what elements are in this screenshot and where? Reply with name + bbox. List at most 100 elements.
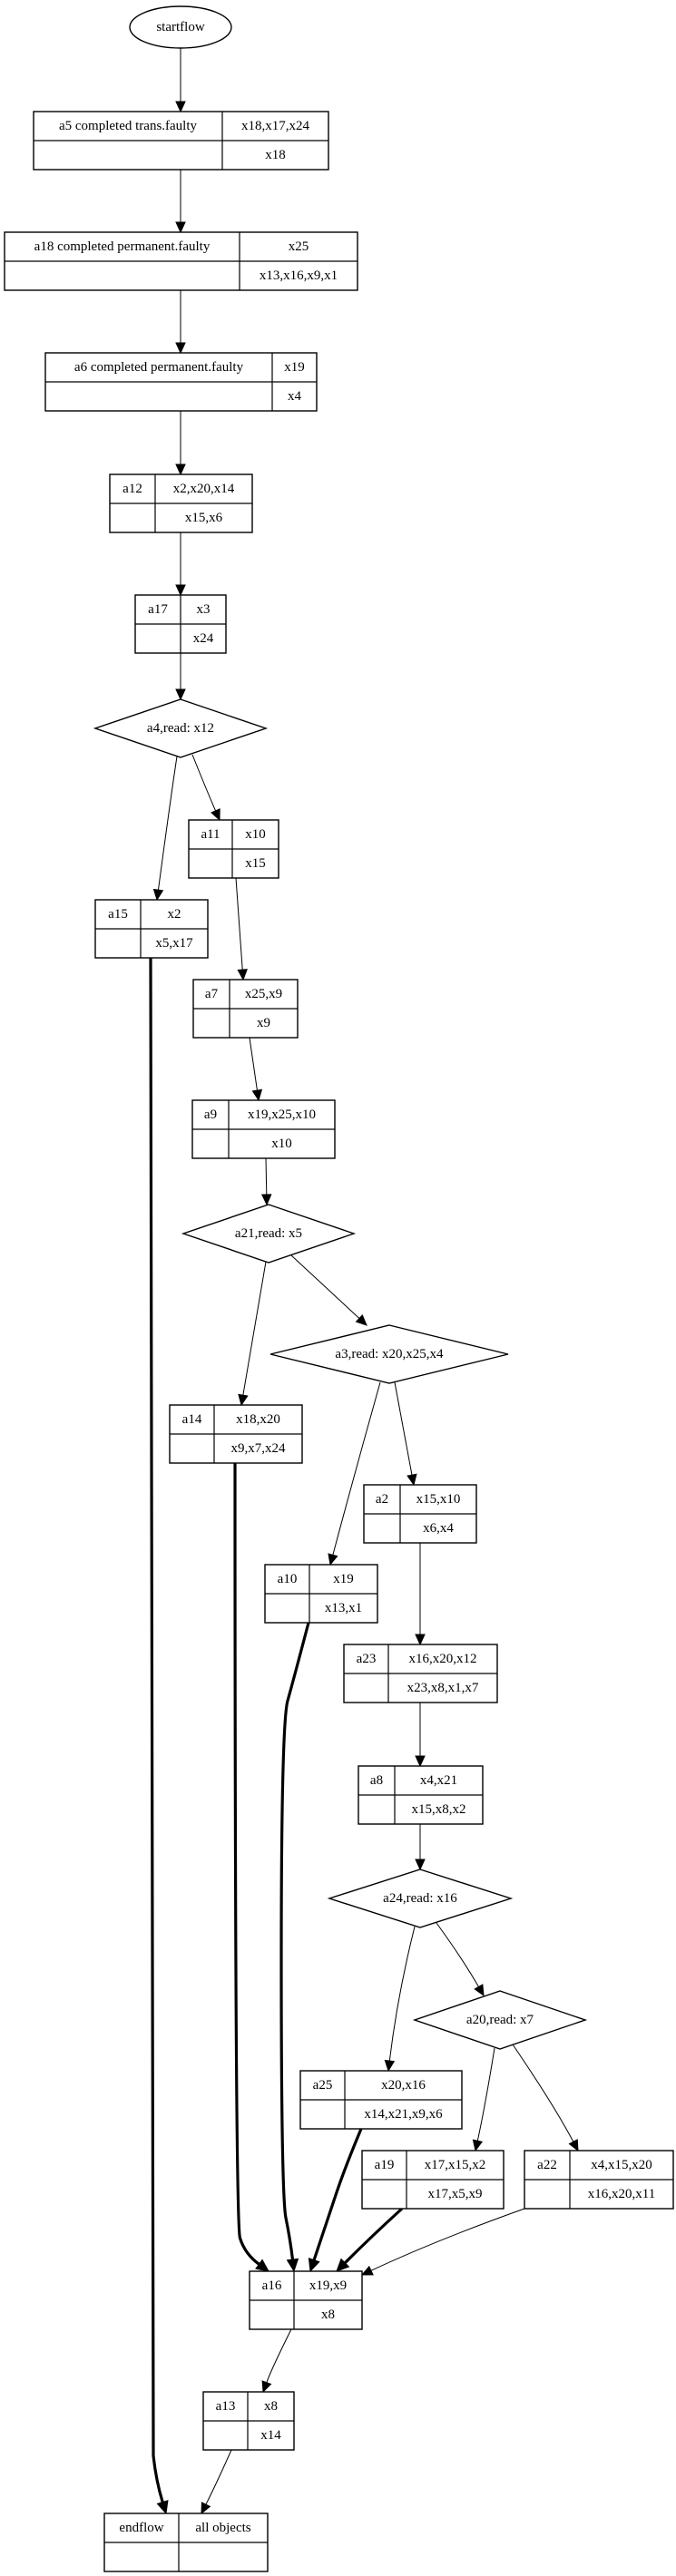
decision-node-a21[interactable]: a21,read: x5: [181, 1204, 357, 1264]
node-write-vars: x15,x6: [185, 511, 223, 525]
edge-line: [436, 1922, 479, 1987]
edge-a5-to-a18: [175, 170, 186, 234]
decision-diamond: [181, 1204, 357, 1264]
edge-a20-to-a19: [472, 2047, 495, 2152]
decision-label: a3,read: x20,x25,x4: [335, 1347, 444, 1361]
arrowhead-icon: [474, 1984, 485, 1997]
arrowhead-icon: [472, 2139, 484, 2152]
edge-a6-to-a12: [175, 411, 186, 476]
edge-line: [266, 2328, 292, 2383]
node-write-vars: x6,x4: [423, 1521, 454, 1536]
arrowhead-icon: [336, 2258, 350, 2272]
arrowhead-icon: [175, 584, 186, 597]
arrowhead-icon: [152, 888, 164, 902]
decision-diamond: [327, 1869, 514, 1928]
edge-line: [191, 754, 217, 812]
edge-line: [279, 1622, 310, 2260]
record-node-a6[interactable]: a6 completed permanent.faulty x19 x4: [44, 352, 318, 412]
node-read-vars: x17,x15,x2: [425, 2158, 486, 2172]
arrowhead-icon: [384, 2059, 396, 2073]
edge-line: [476, 2047, 495, 2142]
node-write-vars: x13,x16,x9,x1: [260, 268, 338, 283]
node-read-vars: x18,x17,x24: [241, 119, 310, 133]
node-write-vars: x9: [257, 1016, 270, 1030]
node-name: a10: [278, 1572, 298, 1586]
edge-a11-to-a7: [235, 877, 248, 981]
node-write-vars: x15,x8,x2: [412, 1802, 466, 1817]
node-read-vars: x19: [284, 360, 305, 375]
node-read-vars: x25: [289, 239, 309, 254]
record-node-a12[interactable]: a12 x2,x20,x14 x15,x6: [109, 473, 253, 533]
node-read-vars: x19: [333, 1572, 354, 1586]
node-write-vars: x17,x5,x9: [428, 2187, 483, 2201]
edge-line: [265, 1157, 268, 1195]
decision-node-a4[interactable]: a4,read: x12: [93, 698, 269, 758]
node-read-vars: x18,x20: [236, 1412, 280, 1427]
edge-startflow-to-a5: [175, 48, 186, 113]
start-label: startflow: [156, 20, 204, 34]
node-name: a16: [262, 2278, 282, 2293]
node-name: a5 completed trans.faulty: [59, 119, 198, 133]
edge-a4-to-a15: [152, 756, 178, 902]
node-read-vars: x25,x9: [245, 987, 282, 1001]
edge-a3-to-a10: [328, 1381, 381, 1566]
edge-a15-to-endflow: [149, 957, 169, 2515]
node-name: a6 completed permanent.faulty: [74, 360, 244, 375]
decision-diamond: [269, 1324, 509, 1384]
node-write-vars: x23,x8,x1,x7: [407, 1681, 479, 1695]
decision-label: a21,read: x5: [235, 1226, 302, 1241]
node-name: a9: [204, 1107, 217, 1122]
arrowhead-icon: [328, 1553, 338, 1566]
edge-a18-to-a6: [175, 290, 186, 355]
arrowhead-icon: [568, 2139, 579, 2152]
node-read-vars: x19,x9: [309, 2278, 347, 2293]
edge-a3-to-a2: [394, 1381, 417, 1487]
start-node[interactable]: startflow: [129, 5, 232, 49]
node-write-vars: x4: [288, 389, 302, 404]
arrowhead-icon: [415, 1634, 426, 1646]
node-read-vars: x2,x20,x14: [173, 482, 235, 496]
edge-a2-to-a23: [415, 1543, 426, 1646]
arrowhead-icon: [175, 221, 186, 234]
edge-line: [242, 1261, 267, 1396]
edge-a21-to-a14: [238, 1261, 267, 1407]
node-write-vars: x9,x7,x24: [231, 1441, 287, 1456]
arrowhead-icon: [211, 808, 220, 822]
edge-a10-to-a16: [279, 1622, 310, 2273]
node-name: a12: [122, 482, 142, 496]
edge-a16-to-a13: [261, 2328, 292, 2394]
decision-node-a24[interactable]: a24,read: x16: [327, 1869, 514, 1928]
node-name: a11: [201, 827, 220, 842]
arrowhead-icon: [260, 1194, 272, 1206]
node-write-vars: x5,x17: [155, 936, 193, 951]
decision-node-a3[interactable]: a3,read: x20,x25,x4: [269, 1324, 509, 1384]
decision-diamond: [93, 698, 269, 758]
arrowhead-icon: [255, 2259, 269, 2272]
edge-a17-to-a4: [175, 653, 186, 701]
node-read-vars: x8: [264, 2399, 278, 2414]
arrowhead-icon: [175, 463, 186, 476]
node-name: a15: [108, 907, 128, 922]
edge-a25-to-a16: [308, 2128, 363, 2273]
decision-node-a20[interactable]: a20,read: x7: [412, 1990, 588, 2050]
node-read-vars: x4,x21: [420, 1773, 457, 1788]
